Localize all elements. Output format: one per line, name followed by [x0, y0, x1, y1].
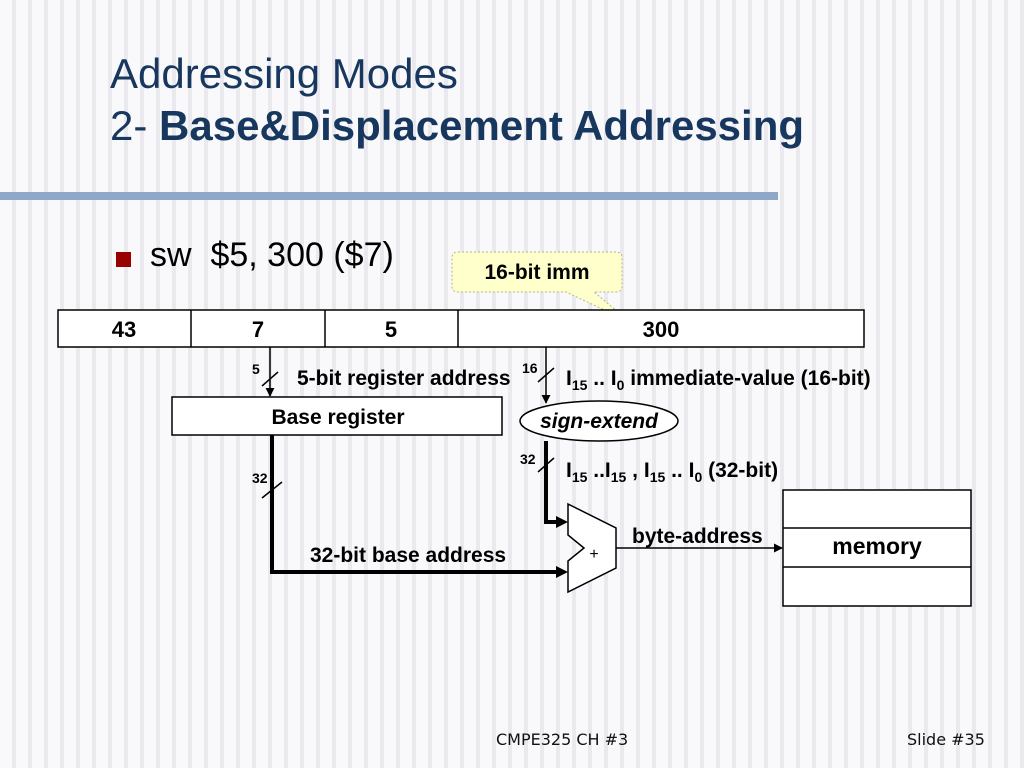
footer-slide-number: Slide #35 — [907, 730, 985, 749]
bullet-square-icon — [116, 252, 131, 267]
base-address-label: 32-bit base address — [310, 544, 506, 567]
adder-unit: + — [567, 502, 617, 594]
byte-address-label: byte-address — [632, 525, 763, 548]
callout-text: 16-bit imm — [484, 261, 589, 284]
memory-label: memory — [832, 533, 922, 559]
instruction-format: 43 7 5 300 — [57, 309, 865, 348]
bus-width-16: 16 — [522, 360, 538, 376]
byte-address-wire: byte-address — [616, 525, 783, 553]
immediate-wire: 16 I15 .. I0 immediate-value (16-bit) — [522, 347, 871, 404]
title-line-2-prefix: 2- — [110, 102, 148, 149]
field-rs: 7 — [252, 317, 264, 342]
callout-balloon: 16-bit imm — [451, 251, 631, 323]
instruction-text: sw $5, 300 ($7) — [150, 236, 394, 274]
field-opcode: 43 — [112, 317, 136, 342]
field-immediate: 300 — [643, 317, 680, 342]
base-address-wire: 32 32-bit base address — [252, 435, 568, 578]
bus-width-32-ext: 32 — [520, 451, 536, 467]
extended-value-label: I15 ..I15 , I15 .. I0 (32-bit) — [566, 459, 778, 485]
footer-course: CMPE325 CH #3 — [496, 730, 629, 749]
base-register-label: Base register — [271, 406, 404, 429]
base-register-box: Base register — [171, 396, 503, 436]
title-line-1: Addressing Modes — [110, 50, 458, 97]
field-rt: 5 — [385, 317, 397, 342]
sign-extend-label: sign-extend — [540, 410, 659, 433]
sign-extend-unit: sign-extend — [519, 400, 679, 442]
immediate-value-label: I15 .. I0 immediate-value (16-bit) — [566, 367, 871, 393]
bus-width-5: 5 — [252, 361, 260, 377]
slide-title: Addressing Modes 2- Base&Displacement Ad… — [110, 48, 804, 152]
register-address-wire: 5 5-bit register address — [252, 347, 511, 397]
extended-immediate-wire: 32 I15 ..I15 , I15 .. I0 (32-bit) — [520, 441, 778, 528]
memory-block: memory — [782, 489, 972, 607]
title-underline — [0, 192, 778, 200]
adder-sign: + — [589, 546, 598, 563]
register-address-label: 5-bit register address — [297, 367, 511, 390]
title-line-2-bold: Base&Displacement Addressing — [159, 102, 805, 149]
bus-width-32-base: 32 — [252, 470, 268, 486]
